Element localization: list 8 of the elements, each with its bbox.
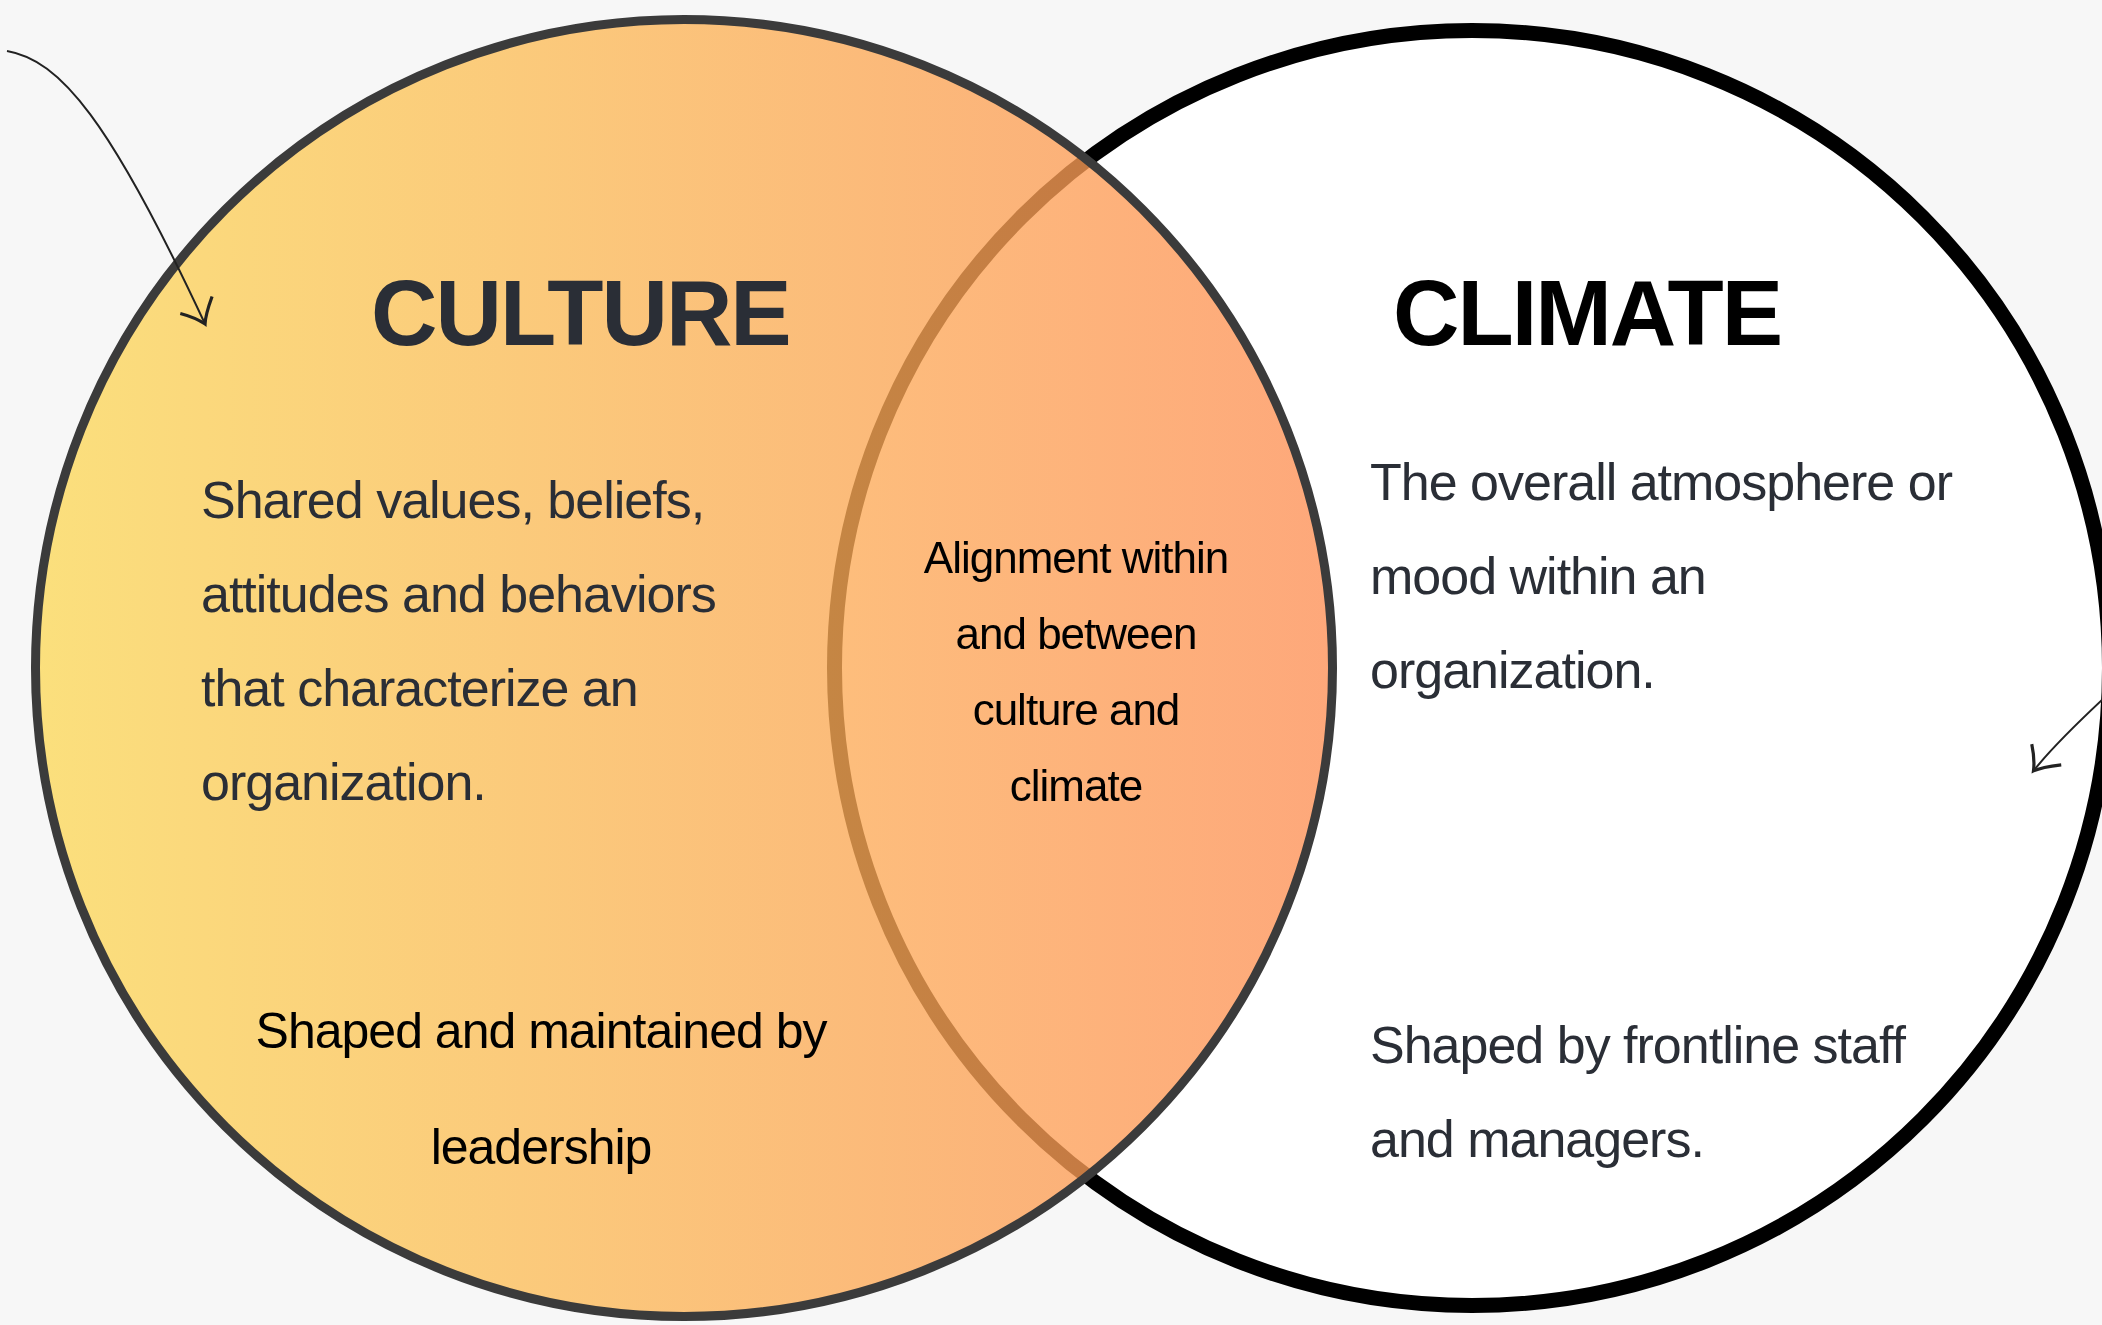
circle-note: Shaped and maintained by leadership — [254, 1002, 828, 1177]
culture-circle — [31, 15, 1337, 1321]
circle-description: Shared values, beliefs, attitudes and behaviors that characterize an organization. — [201, 470, 717, 813]
circle-title: CLIMATE — [1393, 261, 1782, 366]
circle-description: The overall atmosphere or mood within an organization. — [1370, 452, 1954, 701]
circle-title: CULTURE — [371, 261, 791, 366]
overlap-label: Alignment within and between culture and climate — [916, 520, 1236, 824]
circle-note: Shaped by frontline staff and managers. — [1370, 1015, 1907, 1170]
